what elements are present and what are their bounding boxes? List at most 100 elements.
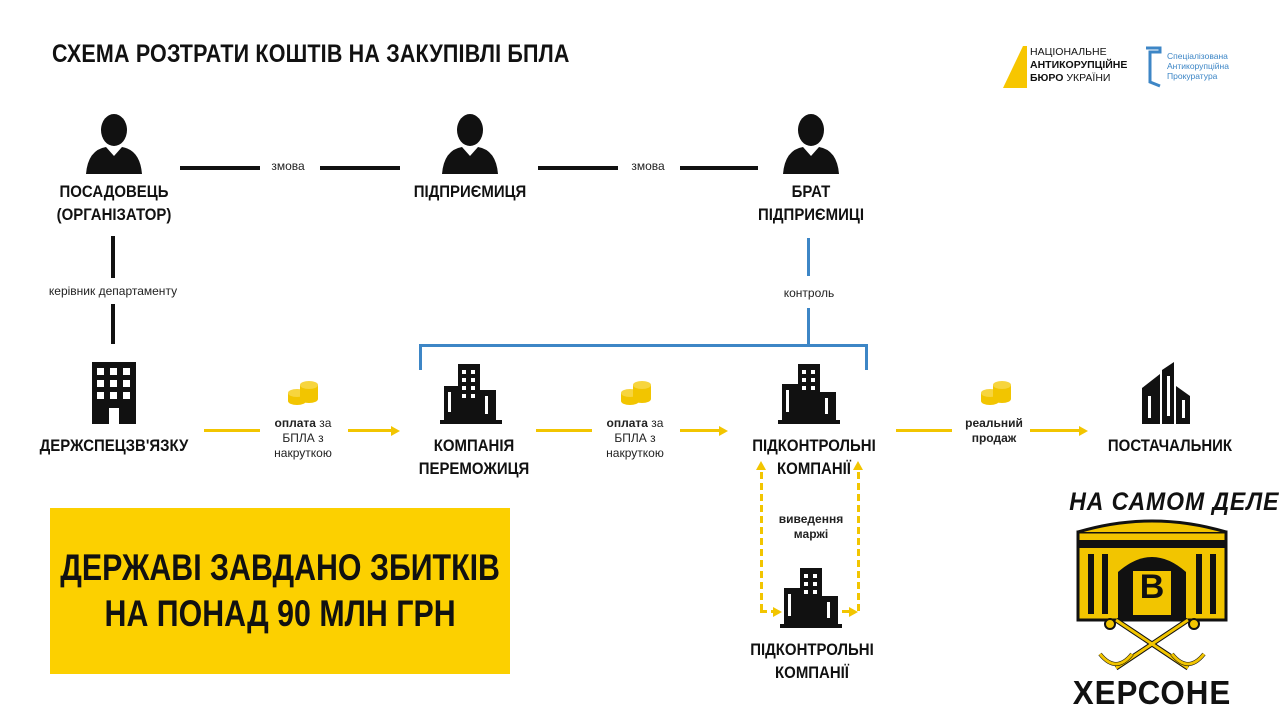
node-official-line1: ПОСАДОВЕЦЬ: [59, 182, 169, 201]
damage-banner-line2: НА ПОНАД 90 МЛН ГРН: [104, 593, 456, 634]
collusion2-label: змова: [620, 159, 676, 174]
pay2-label-line3: накруткою: [606, 446, 664, 460]
building-icon-controlled1: [778, 364, 840, 424]
sap-logo-line3: Прокуратура: [1167, 71, 1218, 81]
pay1-label-rest: за: [315, 416, 332, 430]
margin-arrowhead-bottom-right: [849, 607, 858, 617]
node-brother: БРАТ ПІДПРИЄМИЦІ: [741, 180, 882, 226]
pay1-label-line3: накруткою: [274, 446, 332, 460]
node-winner-line2: ПЕРЕМОЖИЦЯ: [418, 459, 530, 478]
pay1-label-line2: БПЛА з: [282, 431, 324, 445]
control-line-top: [807, 238, 810, 276]
nabu-logo-icon: [1003, 46, 1027, 88]
collusion2-line-right: [680, 166, 758, 170]
node-controlled2-line2: КОМПАНІЇ: [775, 663, 849, 682]
collusion1-line-right: [320, 166, 400, 170]
pay1-label-bold: оплата: [274, 416, 316, 430]
real-sale-label-line1: реальний: [965, 416, 1023, 430]
node-brother-line2: ПІДПРИЄМИЦІ: [757, 205, 864, 224]
node-winner: КОМПАНІЯ ПЕРЕМОЖИЦЯ: [404, 434, 545, 480]
real-sale-label-line2: продаж: [971, 431, 1017, 445]
emblem-bottom-text: ХЕРСОНЕ: [1072, 674, 1232, 711]
node-winner-line1: КОМПАНІЯ: [433, 436, 515, 455]
control-bracket-horizontal: [419, 344, 868, 347]
head-of-dept-label: керівник департаменту: [38, 284, 188, 299]
collusion2-line-left: [538, 166, 618, 170]
margin-arrowhead-bottom-left: [773, 607, 782, 617]
margin-dash-bottom-right: [842, 610, 850, 613]
control-line-bottom: [807, 308, 810, 344]
pay2-label: оплата за БПЛА з накруткою: [594, 416, 676, 461]
real-sale-arrowhead: [1079, 426, 1088, 436]
page-title: СХЕМА РОЗТРАТИ КОШТІВ НА ЗАКУПІВЛІ БПЛА: [52, 40, 570, 68]
collusion1-line-left: [180, 166, 260, 170]
pay1-arrowhead: [391, 426, 400, 436]
person-icon-entrepreneur: [442, 114, 498, 174]
real-sale-line-left: [896, 429, 952, 432]
coins-icon-3: [981, 381, 1011, 405]
control-bracket-right: [865, 344, 868, 370]
pay1-label: оплата за БПЛА з накруткою: [262, 416, 344, 461]
node-supplier-line1: ПОСТАЧАЛЬНИК: [1107, 436, 1233, 455]
coins-icon-1: [288, 381, 318, 405]
node-controlled2-line1: ПІДКОНТРОЛЬНІ: [750, 640, 874, 659]
margin-label: виведення маржі: [770, 512, 852, 542]
head-of-dept-line-top: [111, 236, 115, 278]
sap-logo-icon: [1146, 46, 1162, 88]
pay1-line-right: [348, 429, 392, 432]
control-bracket-left: [419, 344, 422, 370]
building-icon-controlled2: [780, 568, 842, 628]
node-brother-line1: БРАТ: [791, 182, 831, 201]
person-icon-official: [86, 114, 142, 174]
head-of-dept-line-bottom: [111, 304, 115, 344]
emblem-letter: В: [1139, 568, 1165, 606]
margin-dash-left: [760, 472, 763, 612]
real-sale-label: реальний продаж: [956, 416, 1032, 446]
real-sale-line-right: [1030, 429, 1080, 432]
sap-logo: Спеціалізована Антикорупційна Прокуратур…: [1143, 46, 1229, 93]
pay2-label-bold: оплата: [606, 416, 648, 430]
nabu-logo-line3b: УКРАЇНИ: [1063, 72, 1111, 84]
node-official: ПОСАДОВЕЦЬ (ОРГАНІЗАТОР): [44, 180, 185, 226]
nabu-logo-line1: НАЦІОНАЛЬНЕ: [1030, 46, 1107, 58]
node-controlled1-line2: КОМПАНІЇ: [777, 459, 851, 478]
pay2-arrowhead: [719, 426, 728, 436]
nabu-logo: НАЦІОНАЛЬНЕ АНТИКОРУПЦІЙНЕ БЮРО УКРАЇНИ: [1003, 46, 1127, 93]
damage-banner-line1: ДЕРЖАВІ ЗАВДАНО ЗБИТКІВ: [60, 547, 500, 588]
building-icon-supplier: [1142, 362, 1190, 424]
pay2-line-left: [536, 429, 592, 432]
anchors-icon: [1098, 617, 1206, 671]
emblem: НА САМОМ ДЕЛЕ В ХЕРСОНЕ: [1062, 488, 1280, 716]
node-controlled2: ПІДКОНТРОЛЬНІ КОМПАНІЇ: [742, 638, 883, 684]
nabu-logo-line3a: БЮРО: [1030, 72, 1064, 84]
pay2-label-rest: за: [647, 416, 664, 430]
collusion1-label: змова: [262, 159, 314, 174]
sap-logo-line1: Спеціалізована: [1167, 51, 1228, 61]
nabu-logo-line2: АНТИКОРУПЦІЙНЕ: [1030, 59, 1128, 71]
emblem-top-text: НА САМОМ ДЕЛЕ: [1069, 488, 1280, 516]
margin-dash-bottom-left: [760, 610, 774, 613]
margin-arrowhead-right: [853, 461, 863, 470]
node-controlled1-line1: ПІДКОНТРОЛЬНІ: [752, 436, 876, 455]
node-dsszz: ДЕРЖСПЕЦЗВ'ЯЗКУ: [35, 434, 193, 457]
arch-icon: [1076, 519, 1228, 622]
pay1-line-left: [204, 429, 260, 432]
control-label: контроль: [775, 286, 843, 301]
margin-arrowhead-left: [756, 461, 766, 470]
node-supplier: ПОСТАЧАЛЬНИК: [1100, 434, 1241, 457]
node-official-line2: (ОРГАНІЗАТОР): [56, 205, 172, 224]
person-icon-brother: [783, 114, 839, 174]
coins-icon-2: [621, 381, 651, 405]
pay2-line-right: [680, 429, 720, 432]
node-controlled1: ПІДКОНТРОЛЬНІ КОМПАНІЇ: [744, 434, 885, 480]
margin-label-line1: виведення: [778, 512, 844, 526]
margin-label-line2: маржі: [793, 527, 829, 541]
node-dsszz-line1: ДЕРЖСПЕЦЗВ'ЯЗКУ: [39, 436, 189, 455]
node-entrepreneur: ПІДПРИЄМИЦЯ: [400, 180, 541, 203]
sap-logo-line2: Антикорупційна: [1167, 61, 1229, 71]
node-entrepreneur-line1: ПІДПРИЄМИЦЯ: [413, 182, 527, 201]
building-icon-winner: [440, 364, 502, 424]
building-icon-dsszz: [92, 362, 136, 424]
margin-dash-right: [857, 472, 860, 612]
pay2-label-line2: БПЛА з: [614, 431, 656, 445]
